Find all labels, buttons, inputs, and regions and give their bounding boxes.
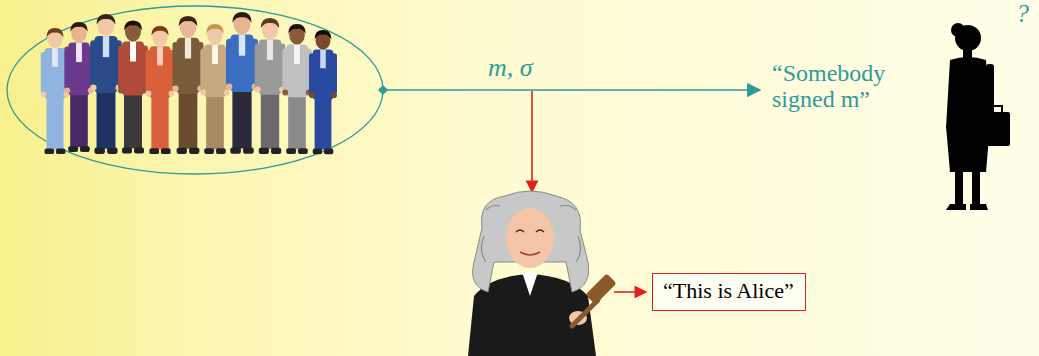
briefcase-handle xyxy=(992,106,1002,113)
silhouette-leg xyxy=(972,170,980,204)
box-text: “This is Alice” xyxy=(663,278,795,304)
open-arrow xyxy=(531,91,533,192)
person xyxy=(282,24,311,154)
silhouette-briefcase xyxy=(982,112,1010,146)
silhouette-bun xyxy=(951,23,965,37)
verdict-box: “This is Alice” xyxy=(652,273,806,311)
silhouette-leg xyxy=(955,170,963,204)
person xyxy=(172,16,203,154)
person xyxy=(226,12,258,154)
person xyxy=(200,24,229,154)
person xyxy=(309,30,337,154)
judge-face xyxy=(506,208,554,268)
judge-figure xyxy=(468,191,617,356)
verifier-silhouette xyxy=(946,23,1010,210)
line-dot xyxy=(378,85,388,95)
group-ellipse xyxy=(7,6,383,174)
judge-eyes xyxy=(516,230,544,232)
message-signature: m, σ xyxy=(488,54,533,83)
person xyxy=(90,14,122,154)
person xyxy=(118,21,148,154)
person xyxy=(255,18,286,154)
judge-collar xyxy=(522,272,538,296)
judge-mouth xyxy=(520,252,540,255)
silhouette-neck xyxy=(963,49,972,58)
person xyxy=(146,26,175,154)
gavel-handle xyxy=(572,300,598,326)
person xyxy=(64,22,93,152)
broadcast-arrow xyxy=(383,89,760,91)
verdict-arrow xyxy=(614,291,646,293)
group-of-people xyxy=(41,12,337,154)
gavel-head xyxy=(585,273,616,304)
verifier-statement: “Somebody signed m” xyxy=(772,60,912,113)
question-mark: ? xyxy=(1016,0,1029,29)
silhouette-shoes xyxy=(946,204,988,210)
